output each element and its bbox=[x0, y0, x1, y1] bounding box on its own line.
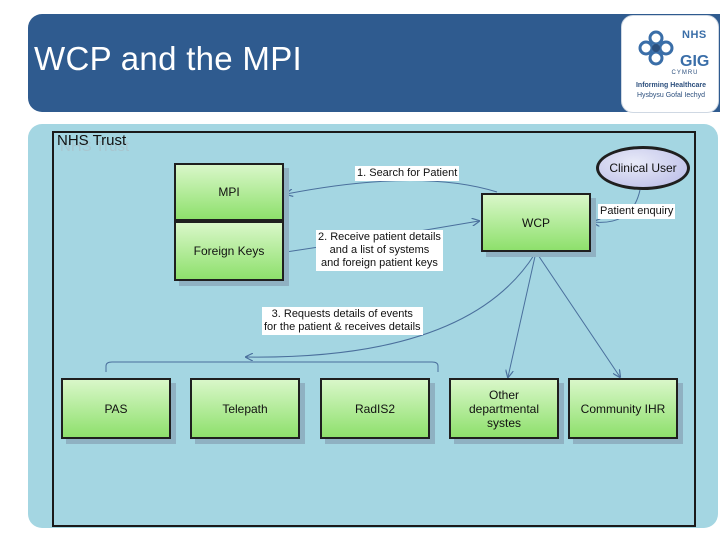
systems-bracket bbox=[105, 361, 439, 372]
logo-cymru-text: CYMRU bbox=[671, 70, 699, 76]
other-line-3: systes bbox=[486, 415, 521, 430]
community-ihr-node: Community IHR bbox=[568, 378, 678, 439]
search-label: 1. Search for Patient bbox=[355, 166, 460, 181]
logo-hysbysu-text: Hysbysu Gofal Iechyd bbox=[636, 92, 706, 99]
arrow-wcp-to-community bbox=[535, 251, 620, 377]
radis2-node: RadIS2 bbox=[320, 378, 430, 439]
nhs-trust-label-shadow: NHS Trust bbox=[60, 138, 130, 155]
patient-enquiry-label: Patient enquiry bbox=[598, 204, 676, 219]
knot-emblem-icon bbox=[638, 30, 674, 66]
arrow-wcp-to-bracket bbox=[246, 251, 537, 357]
receive-line-3: and foreign patient keys bbox=[321, 257, 438, 269]
other-line-2: departmental bbox=[468, 401, 540, 416]
pas-node: PAS bbox=[61, 378, 171, 439]
nhs-trust-boundary bbox=[52, 131, 696, 527]
page-title: WCP and the MPI bbox=[34, 40, 303, 77]
logo-informing-text: Informing Healthcare bbox=[635, 82, 706, 89]
telepath-node: Telepath bbox=[190, 378, 300, 439]
other-departmental-node: Other departmental systes bbox=[449, 378, 559, 439]
other-line-1: Other bbox=[488, 387, 519, 402]
requests-details-label: 3. Requests details of events for the pa… bbox=[262, 307, 423, 335]
foreign-keys-node: Foreign Keys bbox=[174, 221, 284, 281]
wcp-node: WCP bbox=[481, 193, 591, 252]
nhs-trust-label: NHS Trust bbox=[57, 132, 127, 149]
title-bar bbox=[28, 14, 720, 112]
requests-line-1: 3. Requests details of events bbox=[271, 308, 413, 320]
nhs-wales-logo: NHS GIG CYMRU Informing Healthcare Hysby… bbox=[621, 15, 719, 113]
logo-nhs-text: NHS bbox=[682, 29, 707, 41]
arrow-wcp-to-mpi bbox=[286, 179, 498, 194]
receive-details-label: 2. Receive patient details and a list of… bbox=[316, 230, 443, 271]
mpi-node: MPI bbox=[174, 163, 284, 221]
clinical-user-node: Clinical User bbox=[596, 146, 690, 190]
receive-line-1: 2. Receive patient details bbox=[318, 231, 441, 243]
requests-line-2: for the patient & receives details bbox=[264, 321, 421, 333]
logo-gig-text: GIG bbox=[680, 53, 710, 70]
arrow-wcp-to-other bbox=[508, 251, 537, 377]
receive-line-2: and a list of systems bbox=[329, 244, 430, 256]
